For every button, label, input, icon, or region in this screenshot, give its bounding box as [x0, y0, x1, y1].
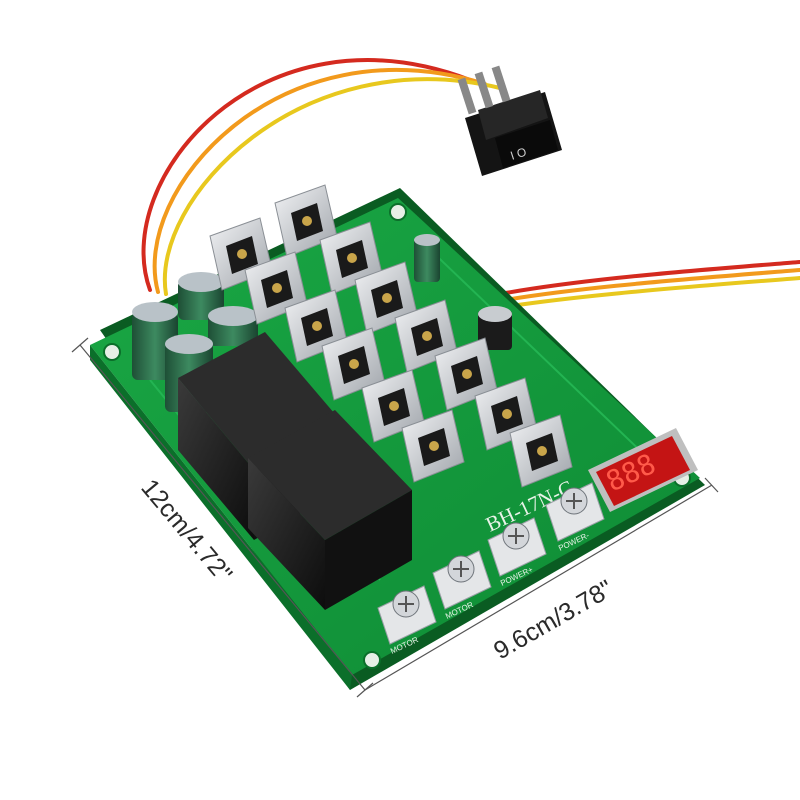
mounting-hole [103, 343, 121, 361]
capacitors [132, 234, 512, 412]
width-dimension-line [364, 484, 713, 691]
small-capacitor [478, 306, 512, 350]
relay [248, 410, 412, 610]
screw-terminal: POWER- [545, 482, 605, 553]
capacitor [208, 306, 258, 346]
wire-red [141, 58, 472, 292]
small-capacitor [414, 234, 440, 282]
mounting-hole [363, 651, 381, 669]
wire-yellow [162, 77, 502, 296]
switch-wires [141, 58, 502, 296]
relays [178, 332, 412, 610]
mounting-hole [389, 203, 407, 221]
heatsink [401, 409, 465, 483]
heatsink-array [209, 184, 573, 488]
rocker-switch: I O [457, 65, 562, 176]
heatsink [434, 337, 498, 411]
switch-label: I O [509, 145, 529, 163]
screw-terminal: POWER+ [487, 517, 547, 588]
wire-red-right [468, 260, 800, 302]
capacitor [178, 272, 224, 320]
wire-orange [152, 68, 487, 294]
length-dimension-line [79, 344, 366, 691]
heatsink [321, 327, 385, 401]
dimension-markers [71, 337, 719, 698]
heatsink [509, 414, 573, 488]
